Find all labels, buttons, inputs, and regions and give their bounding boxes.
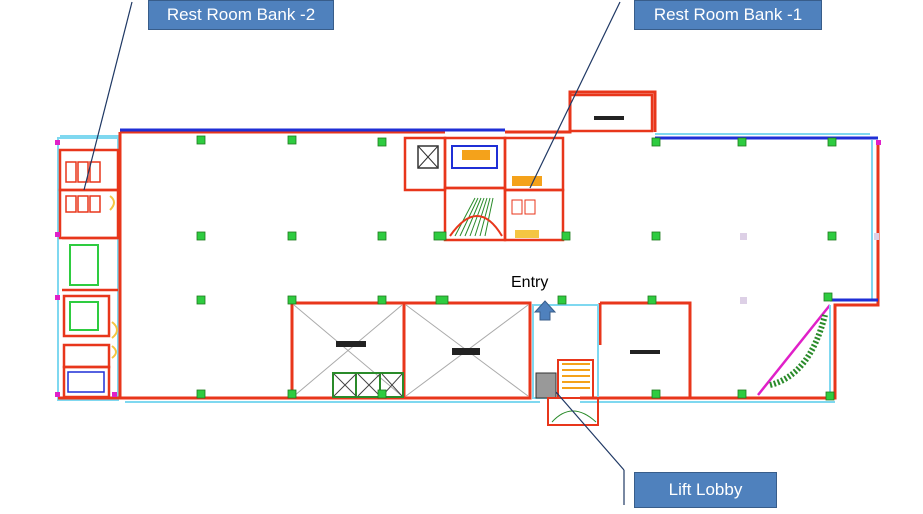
glazing-lines: [57, 133, 873, 403]
leader-lines: [83, 1, 625, 505]
blue-walls: [120, 128, 878, 400]
callout-rest-room-bank-2: Rest Room Bank -2: [148, 0, 334, 30]
void-cross: [293, 304, 529, 397]
magenta-markers: [55, 140, 881, 397]
lift-lobby: [532, 304, 599, 426]
entry-arrow-icon: [533, 300, 557, 321]
fixtures-left: [65, 161, 105, 393]
exterior-walls: [58, 90, 880, 400]
door-swings-left: [109, 195, 118, 359]
lower-block-details: [332, 341, 660, 398]
corner-stair: [757, 304, 831, 398]
callout-label: Rest Room Bank -1: [653, 5, 803, 24]
callout-label: Rest Room Bank -2: [166, 5, 316, 24]
callout-lift-lobby: Lift Lobby: [634, 472, 777, 508]
rest-room-bank-2: [58, 148, 120, 399]
callout-rest-room-bank-1: Rest Room Bank -1: [634, 0, 822, 30]
callout-label: Lift Lobby: [668, 480, 743, 499]
entry-label: Entry: [511, 274, 549, 291]
core-top: [403, 93, 654, 242]
faint-columns: [740, 233, 879, 304]
green-rooms-left: [69, 244, 99, 331]
columns: [196, 135, 837, 401]
core-details: [417, 116, 624, 238]
stair-top: [449, 197, 503, 237]
